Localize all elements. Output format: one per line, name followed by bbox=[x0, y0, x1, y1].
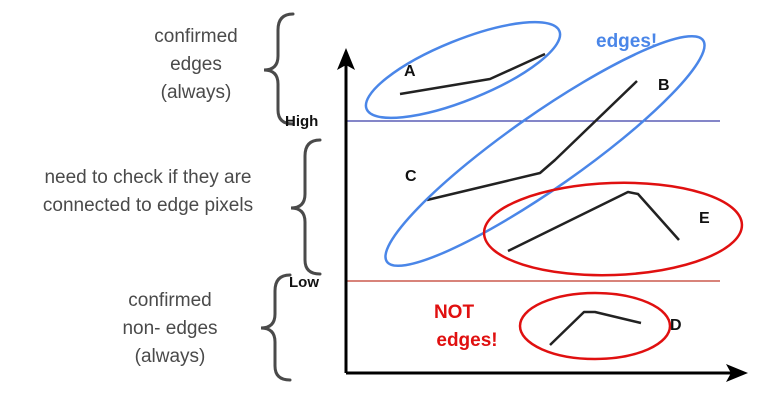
curve-b-c bbox=[426, 80, 638, 202]
curve-label-e: E bbox=[699, 210, 710, 227]
low-threshold-label: Low bbox=[289, 274, 319, 291]
brace-bottom bbox=[260, 273, 292, 382]
curve-label-b: B bbox=[658, 77, 670, 94]
curve-d bbox=[549, 310, 642, 346]
annotation-bottom-line-2: non- edges bbox=[122, 318, 217, 339]
annotation-middle-line-2: connected to edge pixels bbox=[43, 195, 253, 216]
x-axis-arrowhead bbox=[726, 364, 748, 382]
high-threshold-label: High bbox=[285, 113, 318, 130]
curve-e bbox=[507, 190, 680, 253]
not-edges-callout-line-2: edges! bbox=[436, 330, 497, 351]
annotation-confirmed-non-edges: confirmed non- edges (always) bbox=[122, 290, 217, 367]
annotation-top-line-3: (always) bbox=[161, 82, 232, 103]
ellipse-curve-a bbox=[364, 20, 562, 120]
curve-label-c: C bbox=[405, 168, 417, 185]
brace-middle bbox=[290, 138, 322, 276]
annotation-top-line-1: confirmed bbox=[154, 26, 237, 47]
not-edges-callout-line-1: NOT bbox=[434, 302, 475, 323]
brace-top bbox=[263, 12, 295, 126]
annotation-top-line-2: edges bbox=[170, 54, 222, 75]
axes bbox=[337, 48, 748, 382]
annotation-middle-line-1: need to check if they are bbox=[44, 167, 251, 188]
ellipse-curve-d bbox=[518, 291, 672, 361]
annotation-confirmed-edges: confirmed edges (always) bbox=[154, 26, 237, 103]
ellipse-curve-e bbox=[482, 181, 744, 277]
y-axis-arrowhead bbox=[337, 48, 355, 70]
curve-a bbox=[399, 52, 546, 96]
annotation-bottom-line-3: (always) bbox=[135, 346, 206, 367]
ellipse-curve-b-c bbox=[384, 34, 706, 268]
edges-callout: edges! bbox=[596, 31, 657, 52]
annotation-bottom-line-1: confirmed bbox=[128, 290, 211, 311]
annotation-need-check: need to check if they are connected to e… bbox=[43, 167, 253, 216]
curve-label-d: D bbox=[670, 317, 682, 334]
curve-label-a: A bbox=[404, 63, 416, 80]
